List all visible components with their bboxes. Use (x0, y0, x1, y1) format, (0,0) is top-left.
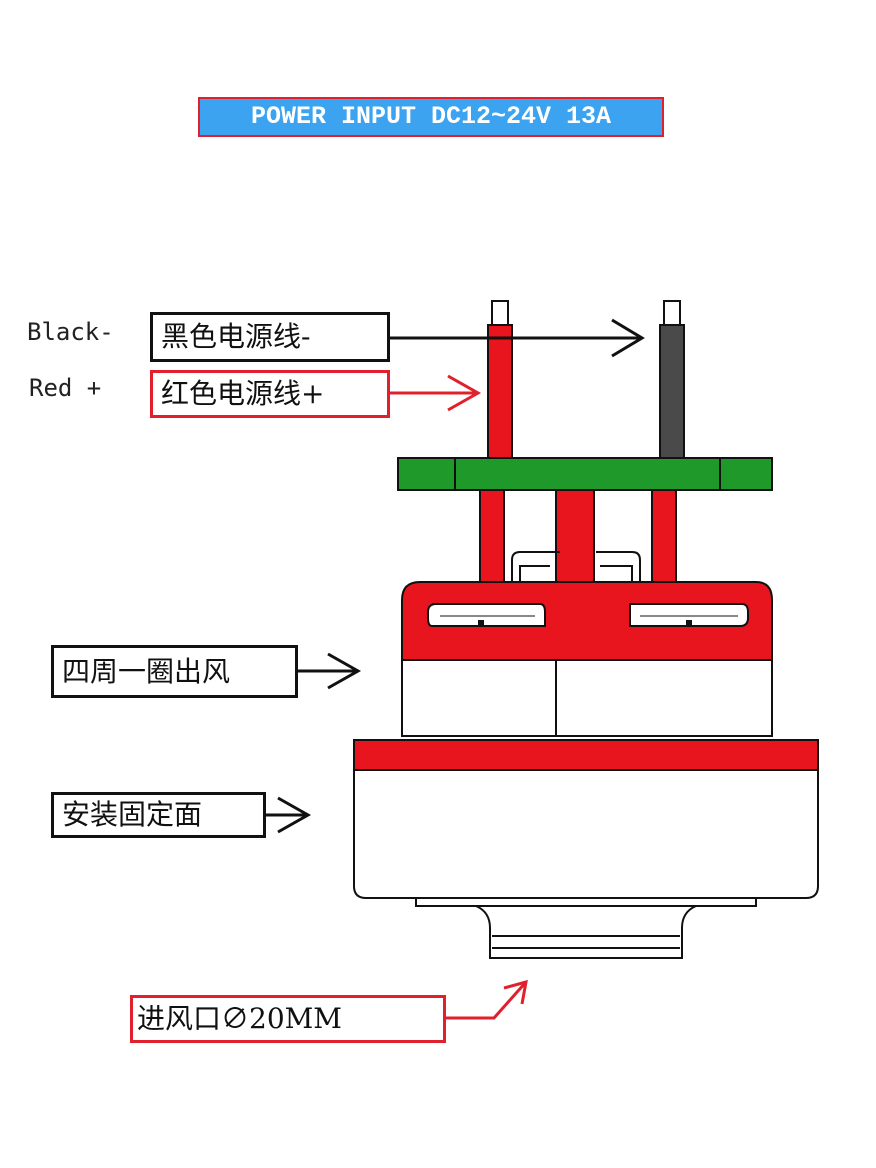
red-wire-callout: 红色电源线+ (150, 370, 390, 418)
black-wire-callout: 黑色电源线- (150, 312, 390, 362)
mounting-arrow (266, 796, 312, 834)
red-wire-arrow (390, 374, 482, 412)
support-posts (479, 489, 677, 596)
black-wire-arrow (390, 318, 645, 358)
inlet-arrow (446, 979, 528, 1020)
inlet-callout: 进风口∅20MM (130, 995, 446, 1043)
pcb-board (397, 457, 773, 491)
mounting-flange (353, 739, 819, 899)
inlet-nozzle (415, 897, 757, 959)
red-wire (487, 300, 513, 461)
black-wire (659, 300, 685, 461)
outlet-band (401, 659, 773, 737)
upper-housing (401, 581, 773, 661)
red-wire-label: Red + (29, 374, 102, 402)
outlet-arrow (298, 652, 362, 690)
power-input-banner: POWER INPUT DC12~24V 13A (198, 97, 664, 137)
outlet-callout: 四周一圈出风 (51, 645, 298, 698)
mounting-surface-callout: 安装固定面 (51, 792, 266, 838)
black-wire-label: Black- (27, 318, 114, 346)
